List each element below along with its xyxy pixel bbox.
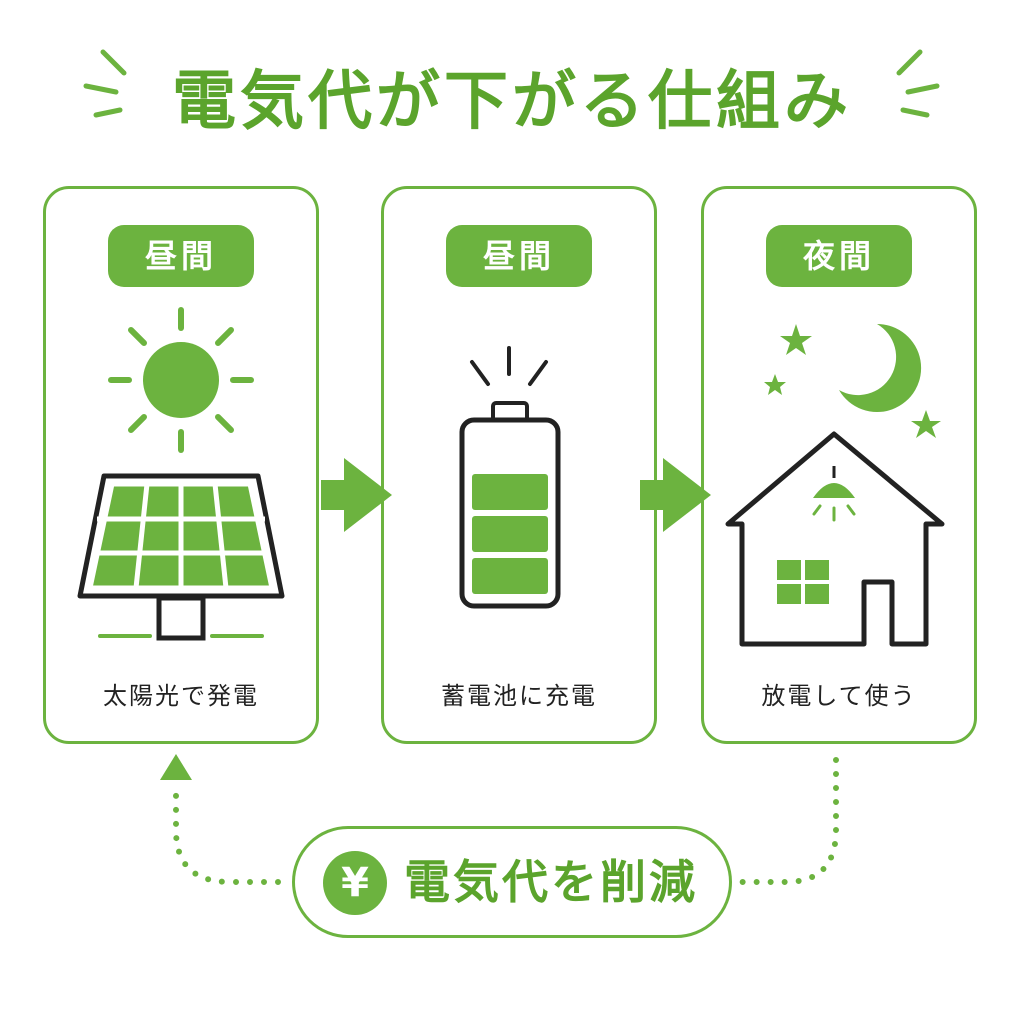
time-badge: 昼間 — [108, 225, 254, 287]
moon-icon — [839, 323, 922, 412]
solar-panel-icon — [77, 473, 285, 641]
sun-icon — [108, 307, 254, 453]
star-icon — [764, 324, 941, 438]
time-badge: 夜間 — [766, 225, 912, 287]
page-title: 電気代が下がる仕組み — [172, 65, 852, 139]
yen-icon: ¥ — [323, 851, 387, 915]
step-caption: 太陽光で発電 — [103, 682, 259, 710]
step-caption: 放電して使う — [761, 682, 917, 710]
arrow-up-icon — [160, 754, 192, 780]
step-caption: 蓄電池に充電 — [441, 682, 597, 710]
dotted-return-arrow — [173, 757, 839, 885]
house-icon — [725, 431, 945, 647]
arrow-right-icon — [321, 458, 711, 532]
sparkle-icon — [83, 49, 940, 118]
battery-icon — [459, 346, 561, 609]
time-badge: 昼間 — [446, 225, 592, 287]
result-label: 電気代を削減 — [404, 855, 698, 909]
step-card-solar: 昼間 — [43, 186, 319, 744]
